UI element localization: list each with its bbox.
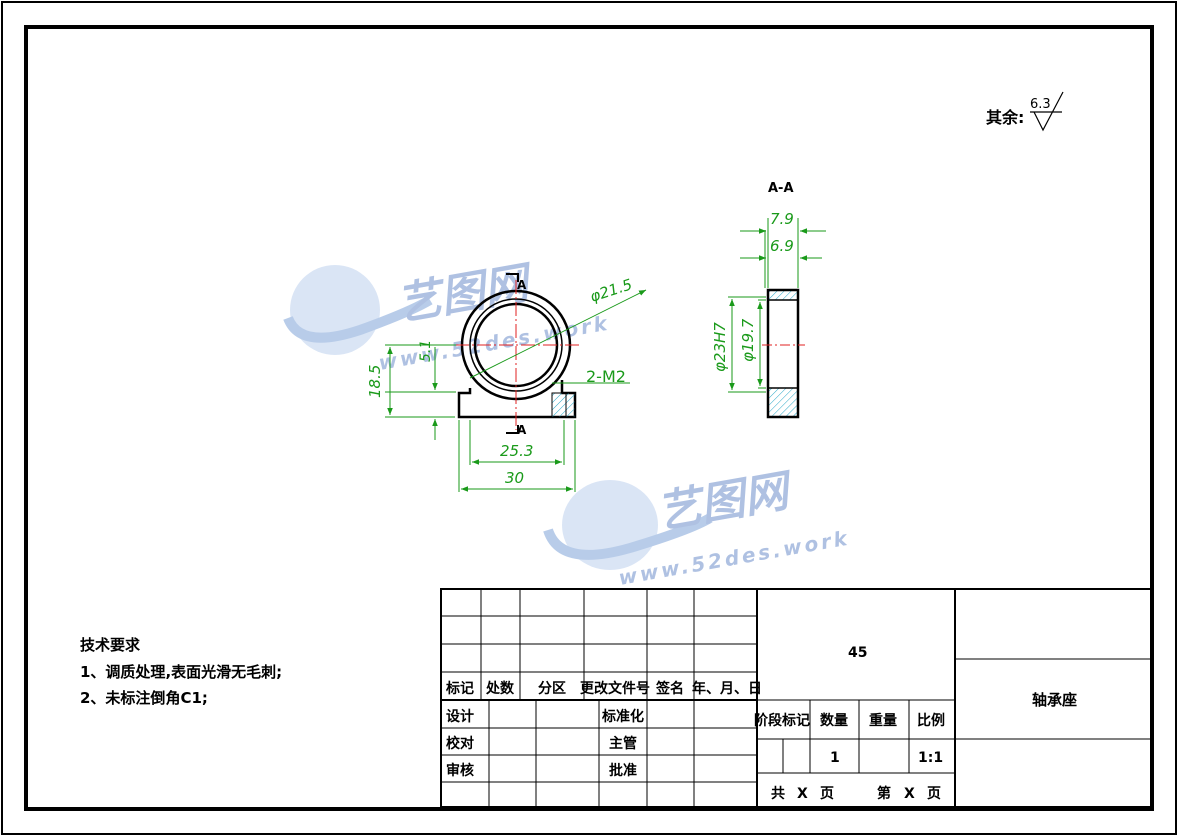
sign-label: 审核 [446, 762, 474, 779]
title-block [440, 588, 1153, 808]
tech-heading: 技术要求 [80, 636, 141, 654]
rev-header: 更改文件号 [580, 680, 650, 697]
sheet-text: X [797, 786, 808, 802]
tech-requirements: 技术要求 1、调质处理,表面光滑无毛刺; 2、未标注倒角C1; [80, 636, 282, 707]
dim-w1: 7.9 [770, 210, 794, 228]
tech-item: 2、未标注倒角C1; [80, 689, 208, 707]
dim-offset: 5.1 [418, 340, 434, 362]
rev-header: 分区 [538, 681, 566, 697]
dim-w2: 6.9 [770, 237, 794, 255]
section-view [762, 288, 805, 419]
rev-header: 年、月、日 [692, 680, 762, 697]
sheet-text: 共 [771, 785, 785, 802]
tech-item: 1、调质处理,表面光滑无毛刺; [80, 663, 282, 681]
rev-header: 处数 [485, 680, 515, 697]
sheet-text: 第 [877, 785, 891, 802]
front-dimensions [385, 289, 647, 492]
sheet-text: 页 [820, 786, 834, 802]
rev-header: 标记 [445, 680, 474, 697]
sheet-text: 页 [927, 786, 941, 802]
sign-label: 主管 [609, 735, 637, 752]
svg-text:其余:: 其余: [986, 108, 1024, 127]
roughness-symbol: 其余: 6.3 [986, 91, 1064, 132]
dim-d2: φ19.7 [739, 318, 757, 362]
sign-label: 批准 [609, 762, 637, 779]
dim-height: 18.5 [366, 365, 384, 398]
scale-value: 1:1 [918, 750, 943, 766]
thread-section [551, 392, 576, 418]
section-mark-bottom: A [517, 423, 527, 437]
svg-text:6.3: 6.3 [1030, 97, 1051, 112]
watermark-bottom: 艺图网 www.52des.work [543, 465, 852, 590]
inner-frame [24, 25, 1154, 811]
title-block-text: 标记 处数 分区 更改文件号 签名 年、月、日 设计 标准化 校对 主管 审核 … [445, 645, 1077, 802]
section-title: A-A [768, 181, 794, 196]
rev-header: 签名 [655, 680, 684, 697]
section-dimensions [728, 218, 826, 393]
sign-label: 设计 [446, 708, 474, 725]
quantity-value: 1 [830, 750, 840, 766]
dim-d1: φ23H7 [711, 322, 729, 372]
svg-text:艺图网: 艺图网 [653, 465, 798, 539]
dim-thread: 2-M2 [586, 367, 626, 386]
section-mark-top: A [517, 278, 527, 292]
sheet-text: X [904, 786, 915, 802]
stage-header: 阶段标记 [754, 712, 810, 729]
dim-width-outer: 30 [505, 469, 524, 487]
watermark-top: 艺图网 www.52des.work [283, 257, 612, 375]
material-value: 45 [848, 645, 867, 661]
stage-header: 比例 [917, 712, 945, 729]
sign-label: 标准化 [601, 708, 644, 725]
dim-d-outer: φ21.5 [588, 275, 635, 305]
dim-width-inner: 25.3 [500, 442, 533, 460]
sign-label: 校对 [446, 735, 474, 752]
front-view: A A [455, 273, 580, 437]
stage-header: 数量 [820, 712, 848, 729]
stage-header: 重量 [869, 712, 897, 729]
part-name: 轴承座 [1032, 691, 1077, 709]
